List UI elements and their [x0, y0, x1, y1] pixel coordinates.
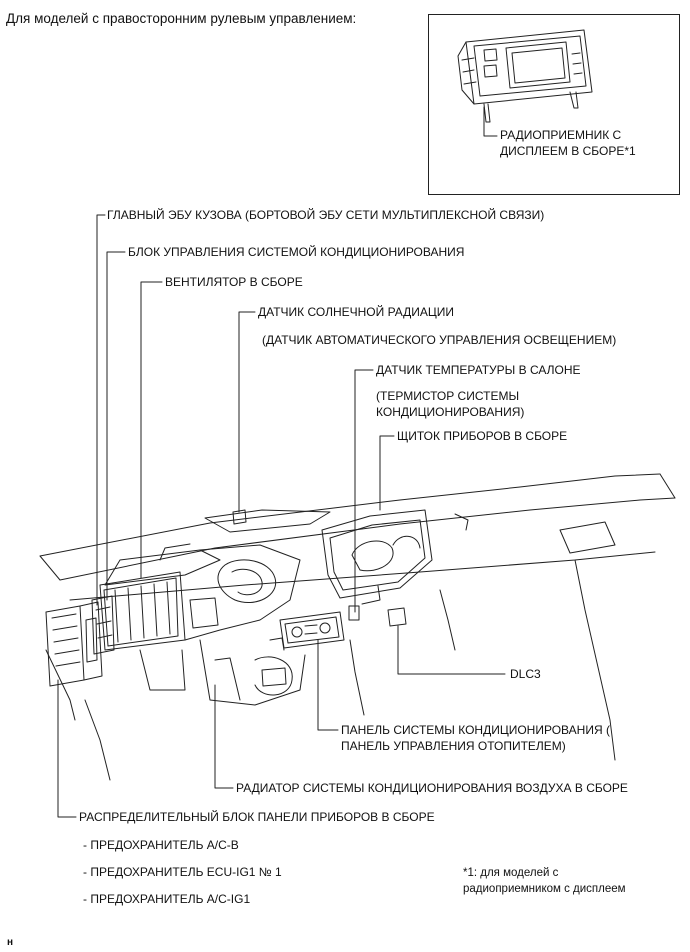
page-header: Для моделей с правосторонним рулевым упр…: [6, 11, 357, 26]
fuse-item-2: - ПРЕДОХРАНИТЕЛЬ ECU-IG1 № 1: [83, 865, 282, 879]
label-ac-radiator: РАДИАТОР СИСТЕМЫ КОНДИЦИОНИРОВАНИЯ ВОЗДУ…: [236, 781, 628, 795]
label-room-temp-note-line2: КОНДИЦИОНИРОВАНИЯ): [376, 405, 525, 419]
footnote-line2: радиоприемником с дисплеем: [463, 883, 626, 895]
fuse-item-3: - ПРЕДОХРАНИТЕЛЬ A/C-IG1: [83, 892, 251, 906]
leader-main-body-ecu: [96, 214, 106, 606]
radio-label-line1: РАДИОПРИЕМНИК С: [500, 128, 622, 142]
label-ac-panel-line1: ПАНЕЛЬ СИСТЕМЫ КОНДИЦИОНИРОВАНИЯ (: [341, 723, 610, 737]
leader-solar-sensor: [238, 311, 256, 513]
label-room-temp-sensor: ДАТЧИК ТЕМПЕРАТУРЫ В САЛОНЕ: [376, 363, 581, 377]
leader-dlc3: [397, 625, 506, 675]
leader-combination-meter: [379, 435, 395, 511]
dashboard-outline: [39, 473, 676, 781]
label-ac-control-unit: БЛОК УПРАВЛЕНИЯ СИСТЕМОЙ КОНДИЦИОНИРОВАН…: [128, 245, 465, 259]
label-solar-sensor: ДАТЧИК СОЛНЕЧНОЙ РАДИАЦИИ: [258, 305, 455, 319]
combination-meter-drawing: [321, 509, 433, 605]
fuse-item-1: - ПРЕДОХРАНИТЕЛЬ A/C-B: [83, 838, 239, 852]
label-dlc3: DLC3: [510, 667, 541, 681]
dlc3-connector-drawing: [387, 607, 407, 627]
footnote-line1: *1: для моделей с: [463, 867, 559, 879]
label-junction-block: РАСПРЕДЕЛИТЕЛЬНЫЙ БЛОК ПАНЕЛИ ПРИБОРОВ В…: [79, 810, 435, 824]
leader-ac-radiator: [214, 684, 234, 789]
main-body-ecu-drawing: [91, 595, 115, 655]
leader-blower-assembly: [140, 281, 163, 579]
figure-code: н: [7, 937, 14, 948]
label-solar-sensor-note: (ДАТЧИК АВТОМАТИЧЕСКОГО УПРАВЛЕНИЯ ОСВЕЩ…: [262, 333, 617, 347]
radio-display-unit: [457, 29, 593, 123]
ac-control-panel-drawing: [279, 611, 345, 649]
label-combination-meter: ЩИТОК ПРИБОРОВ В СБОРЕ: [397, 429, 568, 443]
solar-sensor-drawing: [232, 509, 247, 525]
leader-ac-panel: [317, 639, 339, 731]
leader-ac-control-unit: [106, 251, 126, 601]
blower-and-ac-unit-drawing: [99, 543, 306, 706]
radio-label-line2: ДИСПЛЕЕМ В СБОРЕ*1: [500, 144, 636, 158]
label-blower-assembly: ВЕНТИЛЯТОР В СБОРЕ: [165, 275, 303, 289]
radio-leader-line: [483, 106, 498, 137]
radio-inset-frame: [428, 14, 680, 195]
leader-junction-block: [57, 679, 77, 818]
room-temp-sensor-drawing: [348, 605, 360, 621]
label-ac-panel-line2: ПАНЕЛЬ УПРАВЛЕНИЯ ОТОПИТЕЛЕМ): [341, 739, 566, 753]
leader-room-temp-sensor: [354, 369, 374, 613]
label-main-body-ecu: ГЛАВНЫЙ ЭБУ КУЗОВА (БОРТОВОЙ ЭБУ СЕТИ МУ…: [107, 208, 545, 222]
label-room-temp-note-line1: (ТЕРМИСТОР СИСТЕМЫ: [376, 389, 520, 403]
